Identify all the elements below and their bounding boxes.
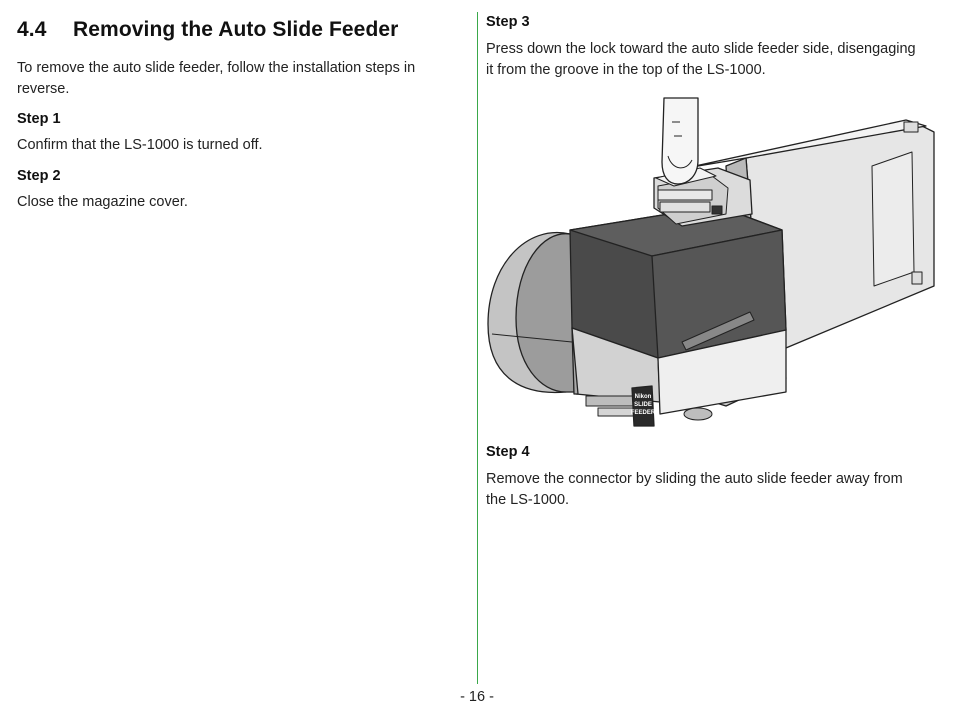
right-column-bottom: Step 4 Remove the connector by sliding t…: [486, 444, 926, 511]
badge-line-2: SLIDE: [634, 402, 652, 408]
section-heading: 4.4 Removing the Auto Slide Feeder: [17, 18, 467, 42]
right-column-top: Step 3 Press down the lock toward the au…: [486, 14, 926, 81]
step-1-text: Confirm that the LS-1000 is turned off.: [17, 137, 263, 153]
step-2-heading: Step 2: [17, 168, 61, 184]
step-4-text: Remove the connector by sliding the auto…: [486, 471, 903, 508]
auto-slide-feeder-illustration: Nikon SLIDE FEEDER: [487, 97, 935, 427]
step-3-text: Press down the lock toward the auto slid…: [486, 41, 916, 78]
step-3-heading: Step 3: [486, 14, 530, 30]
intro-paragraph: To remove the auto slide feeder, follow …: [17, 60, 416, 97]
step-4-heading: Step 4: [486, 444, 530, 460]
badge-line-3: FEEDER: [631, 410, 656, 416]
section-title: Removing the Auto Slide Feeder: [73, 18, 399, 41]
step-2-text: Close the magazine cover.: [17, 194, 188, 210]
step-1-heading: Step 1: [17, 111, 61, 127]
left-column: 4.4 Removing the Auto Slide Feeder To rem…: [17, 18, 467, 213]
column-divider: [477, 12, 478, 684]
badge-line-1: Nikon: [635, 394, 652, 400]
page-number: - 16 -: [460, 689, 494, 705]
section-number: 4.4: [17, 18, 47, 41]
